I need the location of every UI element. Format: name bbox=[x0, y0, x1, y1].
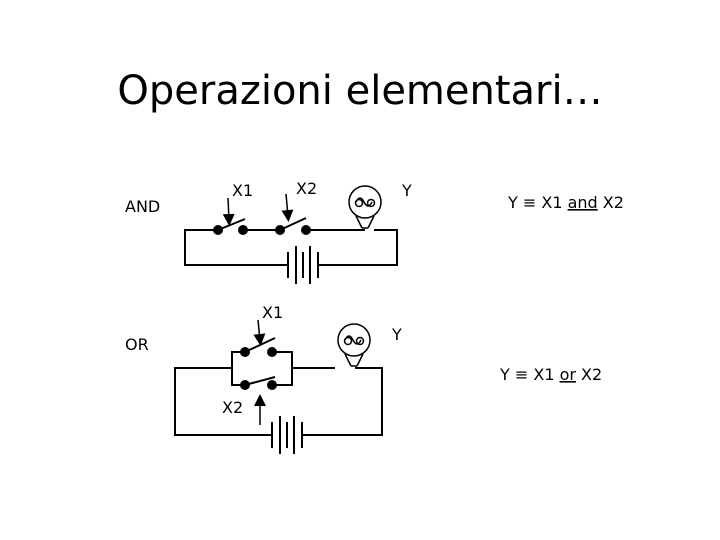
and-label: AND bbox=[125, 197, 160, 216]
and-lamp-label: Y bbox=[401, 181, 412, 200]
or-lamp-label: Y bbox=[391, 325, 402, 344]
and-wire-right bbox=[318, 229, 398, 266]
or-switch-x1 bbox=[240, 319, 277, 357]
or-wire-parallel-right bbox=[272, 351, 293, 386]
and-circuit: AND X1 X2 Y bbox=[125, 179, 624, 284]
and-lamp-icon bbox=[348, 185, 382, 229]
and-switch-x2-label: X2 bbox=[296, 179, 317, 198]
or-switch-x1-label: X1 bbox=[262, 303, 283, 322]
and-battery-icon bbox=[287, 246, 319, 284]
and-switch-x2 bbox=[275, 193, 311, 235]
or-formula: Y ≡ X1 or X2 bbox=[499, 365, 602, 384]
or-lamp-icon bbox=[337, 323, 371, 367]
and-formula: Y ≡ X1 and X2 bbox=[507, 193, 624, 212]
or-circuit: OR X1 X2 Y bbox=[125, 303, 602, 454]
or-switch-x2 bbox=[240, 376, 277, 425]
or-wire-parallel-left bbox=[231, 351, 245, 386]
or-battery-icon bbox=[271, 416, 303, 454]
or-switch-x2-label: X2 bbox=[222, 398, 243, 417]
or-label: OR bbox=[125, 335, 149, 354]
or-wire-outer-left bbox=[174, 367, 272, 436]
and-switch-x1-label: X1 bbox=[232, 181, 253, 200]
and-wire-left bbox=[184, 229, 288, 266]
or-wire-outer-right bbox=[302, 367, 383, 436]
and-switch-x1 bbox=[213, 197, 248, 235]
slide-title: Operazioni elementari… bbox=[117, 68, 603, 114]
